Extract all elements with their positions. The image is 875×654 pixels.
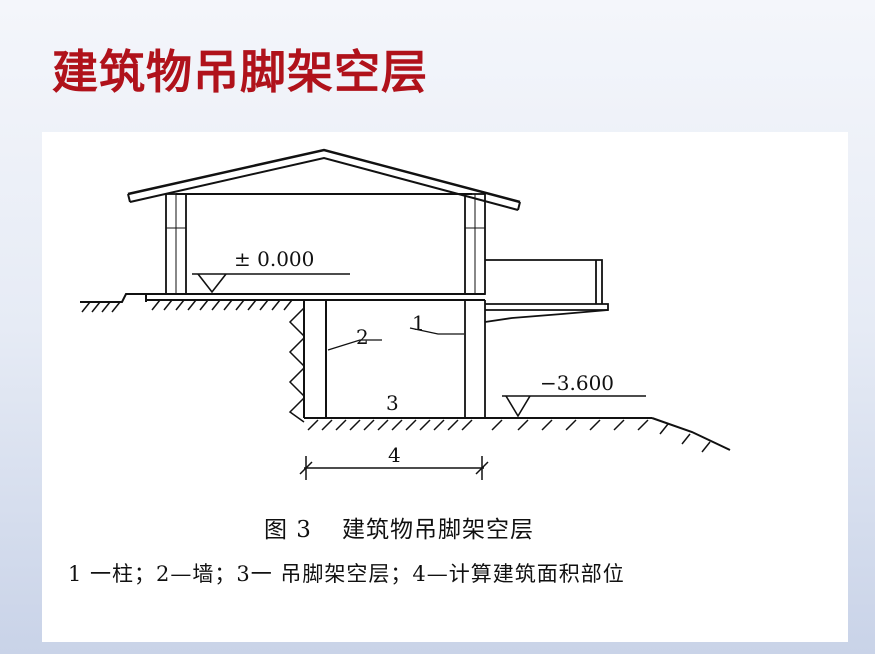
retaining-wall: [288, 300, 327, 423]
basement-elevation-marker: [502, 395, 646, 418]
roof: [127, 148, 521, 211]
dimension-line: [299, 456, 489, 480]
balcony: [484, 259, 609, 323]
figure-panel: ± 0.000 −3.600 1 2 3 4 图 3 建筑物吊脚架空层 1 一柱；…: [42, 132, 848, 642]
figure-caption: 图 3 建筑物吊脚架空层: [264, 510, 534, 544]
section-drawing: ± 0.000 −3.600 1 2 3 4: [80, 148, 731, 480]
label-space: 3: [386, 391, 399, 415]
figure-legend: 1 一柱；2—墙；3一 吊脚架空层；4—计算建筑面积部位: [68, 562, 625, 586]
basement-elevation-label: −3.600: [540, 371, 614, 395]
left-column: [165, 193, 187, 295]
floor-elevation-label: ± 0.000: [234, 247, 314, 271]
right-column: [464, 193, 486, 418]
basement-floor: [304, 417, 731, 453]
label-column: 1: [412, 311, 425, 335]
floor-elevation-marker: [192, 273, 350, 294]
left-ground: [80, 293, 293, 313]
label-area: 4: [388, 443, 401, 467]
label-wall: 2: [356, 325, 369, 349]
part-leaders: [327, 327, 464, 351]
slide-title: 建筑物吊脚架空层: [52, 45, 428, 99]
caption-title: 建筑物吊脚架空层: [341, 517, 534, 543]
floor-slab: [145, 293, 485, 302]
caption-number: 图 3: [264, 517, 312, 543]
